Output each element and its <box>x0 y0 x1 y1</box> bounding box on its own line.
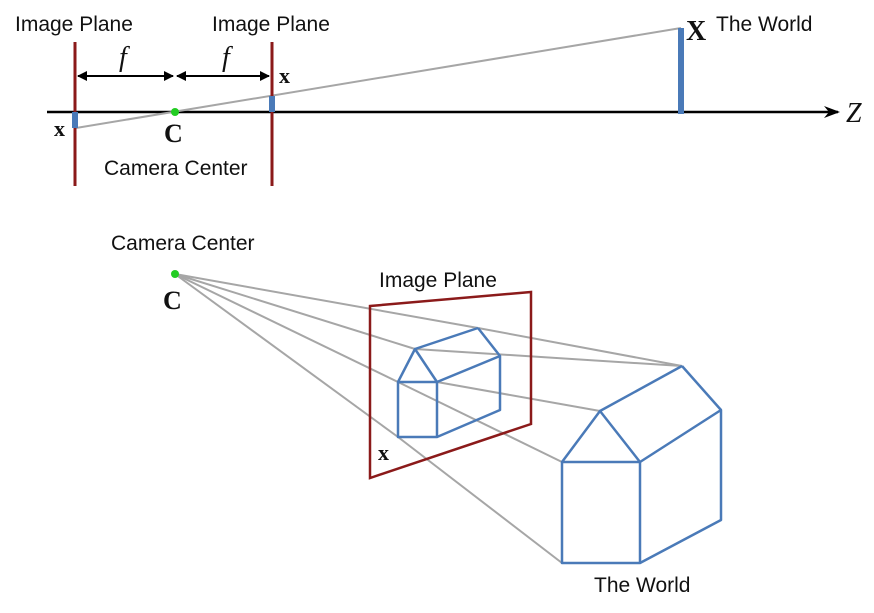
projection-ray-8 <box>477 327 683 367</box>
projection-rays <box>174 273 683 564</box>
house-image-ridge <box>414 326 479 351</box>
camera-center-label: Camera Center <box>104 157 248 180</box>
focal-length-right-label: f <box>222 42 233 73</box>
image-plane-right-label: Image Plane <box>212 13 330 36</box>
world-label-top: The World <box>716 13 812 36</box>
perspective-view: Camera Center C Image Plane x The World <box>111 232 723 597</box>
projection-ray-4 <box>174 273 479 329</box>
image-point-right <box>269 96 275 112</box>
house-world-front <box>560 460 642 565</box>
house-world-ridge <box>599 364 683 413</box>
projection-ray-1 <box>174 273 416 350</box>
projection-ray-9 <box>436 381 601 412</box>
projection-ray-2 <box>174 273 399 383</box>
focal-length-left-label: f <box>119 42 130 73</box>
projection-ray-5 <box>414 348 683 367</box>
house-image-side <box>436 354 502 439</box>
world-point-symbol: X <box>686 16 706 47</box>
projection-ray-7 <box>397 436 563 564</box>
image-plane <box>368 290 533 480</box>
camera-center-symbol: C <box>164 119 183 148</box>
image-point-left <box>72 112 78 128</box>
camera-center-symbol-3d: C <box>163 286 182 315</box>
world-label-bottom: The World <box>594 574 690 597</box>
house-image-front <box>396 380 439 439</box>
house-world-side <box>639 408 723 565</box>
house-world <box>560 364 723 565</box>
image-plane-left-label: Image Plane <box>15 13 133 36</box>
camera-center-label-3d: Camera Center <box>111 232 255 255</box>
camera-center-point-3d <box>171 270 179 278</box>
camera-center-point <box>171 108 179 116</box>
projection-ray-6 <box>397 381 563 463</box>
image-point-right-label: x <box>279 63 290 88</box>
image-plane-label-3d: Image Plane <box>379 269 497 292</box>
house-world-roof-edge <box>681 365 722 411</box>
top-view: Z Image Plane Image Plane f f x x C Came… <box>15 13 862 186</box>
image-point-label-3d: x <box>378 440 389 465</box>
world-object-bar <box>678 28 684 114</box>
projection-ray-3 <box>174 273 399 438</box>
house-world-gable <box>560 409 641 463</box>
house-image-gable <box>396 347 439 383</box>
z-axis-label: Z <box>846 98 862 129</box>
house-image-roof-edge <box>477 327 501 357</box>
image-point-left-label: x <box>54 116 65 141</box>
house-image <box>396 326 502 439</box>
